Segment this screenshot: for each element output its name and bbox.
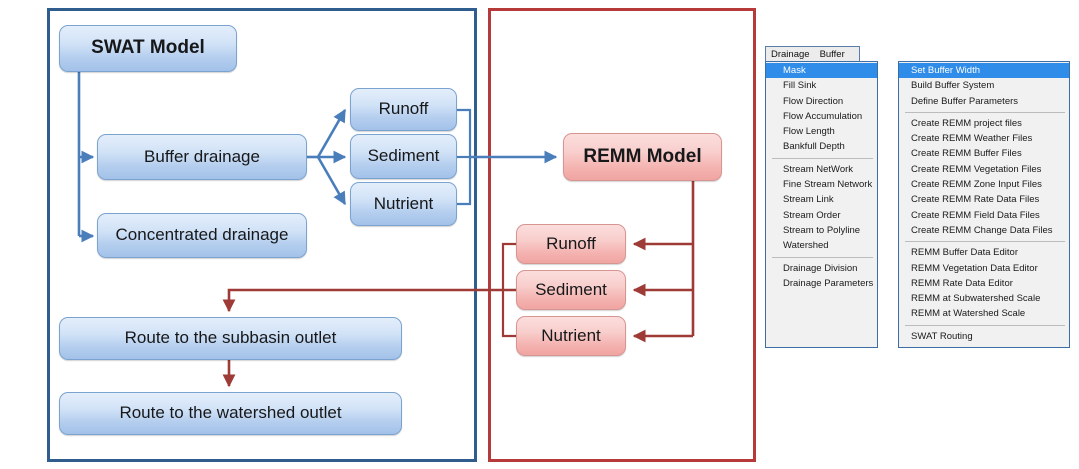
menu-item-remm-buffer-data-editor[interactable]: REMM Buffer Data Editor	[911, 247, 1019, 259]
menu-item-build-buffer-system[interactable]: Build Buffer System	[911, 80, 995, 92]
box-remm-model: REMM Model	[563, 133, 722, 181]
menu-separator	[905, 111, 1065, 113]
menu-item-create-remm-field-data-files[interactable]: Create REMM Field Data Files	[911, 209, 1040, 221]
menu-item-remm-vegetation-data-editor[interactable]: REMM Vegetation Data Editor	[911, 262, 1038, 274]
box-remm-sediment-label: Sediment	[535, 279, 607, 299]
menu-item-set-buffer-width[interactable]: Set Buffer Width	[899, 63, 1069, 79]
menu-item-stream-network[interactable]: Stream NetWork	[783, 163, 854, 175]
menu-item-bankfull-depth[interactable]: Bankfull Depth	[783, 141, 845, 153]
box-swat-runoff: Runoff	[350, 88, 457, 131]
menu-separator	[905, 324, 1065, 326]
menu-item-remm-at-watershed-scale[interactable]: REMM at Watershed Scale	[911, 308, 1026, 320]
menu-item-create-remm-rate-data-files[interactable]: Create REMM Rate Data Files	[911, 194, 1040, 206]
menu-item-remm-at-subwatershed-scale[interactable]: REMM at Subwatershed Scale	[911, 293, 1041, 305]
menu-item-create-remm-weather-files[interactable]: Create REMM Weather Files	[911, 133, 1033, 145]
menu-bar: Drainage Buffer	[765, 46, 860, 62]
box-remm-nutrient-label: Nutrient	[541, 325, 601, 345]
menu-item-mask[interactable]: Mask	[766, 63, 877, 79]
menu-item-stream-order[interactable]: Stream Order	[783, 209, 841, 221]
menu-item-create-remm-project-files[interactable]: Create REMM project files	[911, 117, 1022, 129]
menu-separator	[772, 256, 873, 258]
box-remm-nutrient: Nutrient	[516, 316, 626, 356]
box-remm-runoff-label: Runoff	[546, 233, 596, 253]
box-buffer-drainage: Buffer drainage	[97, 134, 307, 180]
box-swat-model: SWAT Model	[59, 25, 237, 72]
menu-item-watershed[interactable]: Watershed	[783, 240, 829, 252]
menu-separator	[772, 157, 873, 159]
menu-item-flow-accumulation[interactable]: Flow Accumulation	[783, 110, 863, 122]
menu-item-create-remm-buffer-files[interactable]: Create REMM Buffer Files	[911, 148, 1022, 160]
box-concentrated-drainage-label: Concentrated drainage	[115, 225, 289, 245]
menu-separator	[905, 241, 1065, 243]
menu-item-define-buffer-parameters[interactable]: Define Buffer Parameters	[911, 95, 1019, 107]
box-route-subbasin-outlet-label: Route to the subbasin outlet	[124, 328, 337, 348]
box-remm-runoff: Runoff	[516, 224, 626, 264]
menubar-item-drainage[interactable]: Drainage	[771, 49, 810, 60]
menu-item-create-remm-zone-input-files[interactable]: Create REMM Zone Input Files	[911, 179, 1042, 191]
menu-item-create-remm-vegetation-files[interactable]: Create REMM Vegetation Files	[911, 163, 1042, 175]
menu-item-fill-sink[interactable]: Fill Sink	[783, 80, 817, 92]
box-swat-nutrient-label: Nutrient	[373, 193, 434, 213]
box-concentrated-drainage: Concentrated drainage	[97, 213, 307, 258]
box-buffer-drainage-label: Buffer drainage	[144, 146, 260, 166]
menu-item-drainage-division[interactable]: Drainage Division	[783, 262, 858, 274]
menu-window: Drainage Buffer Mask Fill Sink Flow Dire…	[765, 46, 1070, 348]
box-swat-model-label: SWAT Model	[91, 37, 205, 59]
box-route-watershed-outlet-label: Route to the watershed outlet	[119, 403, 342, 423]
box-swat-sediment: Sediment	[350, 134, 457, 179]
box-remm-sediment: Sediment	[516, 270, 626, 310]
menu-item-drainage-parameters[interactable]: Drainage Parameters	[783, 277, 874, 289]
drainage-dropdown-menu: Mask Fill Sink Flow Direction Flow Accum…	[765, 61, 878, 348]
menu-item-flow-direction[interactable]: Flow Direction	[783, 95, 844, 107]
menu-item-create-remm-change-data-files[interactable]: Create REMM Change Data Files	[911, 224, 1053, 236]
box-swat-sediment-label: Sediment	[367, 146, 440, 166]
menu-item-stream-to-polyline[interactable]: Stream to Polyline	[783, 224, 861, 236]
menu-item-flow-length[interactable]: Flow Length	[783, 126, 835, 138]
box-route-subbasin-outlet: Route to the subbasin outlet	[59, 317, 402, 360]
menu-item-stream-link[interactable]: Stream Link	[783, 194, 834, 206]
menubar-item-buffer[interactable]: Buffer	[819, 49, 845, 60]
menu-item-remm-rate-data-editor[interactable]: REMM Rate Data Editor	[911, 277, 1013, 289]
box-swat-runoff-label: Runoff	[378, 99, 429, 119]
box-route-watershed-outlet: Route to the watershed outlet	[59, 392, 402, 435]
menu-item-swat-routing[interactable]: SWAT Routing	[911, 330, 973, 342]
box-remm-model-label: REMM Model	[583, 145, 702, 167]
buffer-submenu: Set Buffer Width Build Buffer System Def…	[898, 61, 1070, 348]
menu-item-fine-stream-network[interactable]: Fine Stream Network	[783, 179, 873, 191]
box-swat-nutrient: Nutrient	[350, 182, 457, 226]
